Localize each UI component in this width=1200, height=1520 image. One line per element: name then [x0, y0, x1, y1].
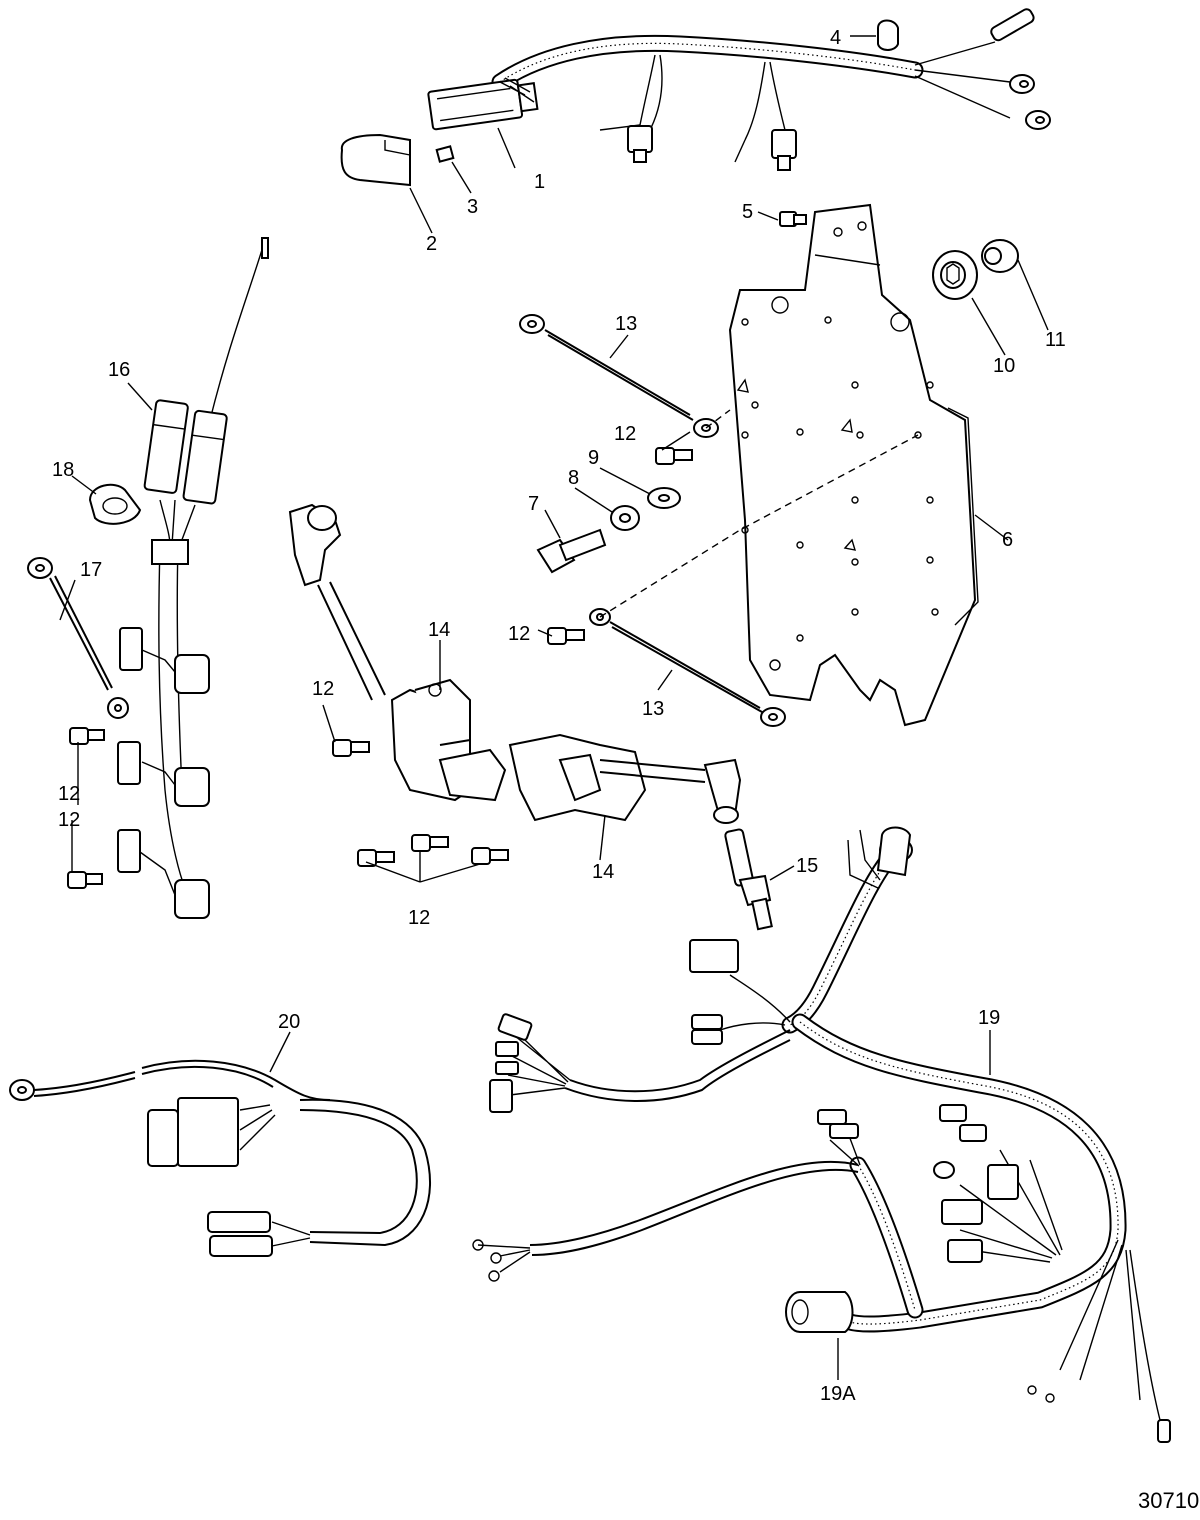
callout-12-strap: 12	[508, 623, 530, 645]
connector-cap-part-2	[340, 133, 411, 187]
figure-number: 30710	[1138, 1488, 1199, 1513]
ground-strap-part-13-lower	[589, 409, 919, 727]
callout-5: 5	[742, 201, 753, 223]
round-connector-part-19a	[785, 1291, 854, 1333]
callout-18: 18	[52, 459, 74, 481]
grommet-part-10	[932, 250, 978, 300]
callout-17: 17	[80, 559, 102, 581]
callout-4: 4	[830, 27, 841, 49]
callout-2: 2	[426, 233, 437, 255]
leader-lines	[59, 35, 1049, 1380]
ignition-coil-part-14-lower	[508, 733, 742, 824]
callout-13-upper: 13	[615, 313, 637, 335]
clip-part-4	[877, 19, 899, 51]
bolt-part-7	[536, 528, 607, 574]
callout-16: 16	[108, 359, 130, 381]
callout-14-lower: 14	[592, 861, 614, 883]
callout-19a: 19A	[820, 1383, 856, 1405]
mounting-plate-part-6	[728, 203, 979, 727]
clip-part-18	[88, 483, 142, 525]
callout-12-plate: 12	[614, 423, 636, 445]
screw-part-12-group	[67, 447, 693, 889]
callout-1: 1	[534, 171, 545, 193]
callout-3: 3	[467, 196, 478, 218]
washer-part-8	[610, 505, 640, 531]
callout-20: 20	[278, 1011, 300, 1033]
main-harness-part-19	[472, 826, 1171, 1443]
callout-12-coil: 12	[312, 678, 334, 700]
callout-12-coil-bottom: 12	[408, 907, 430, 929]
ground-strap-part-17	[27, 557, 129, 719]
callout-8: 8	[568, 467, 579, 489]
callout-11: 11	[1045, 329, 1066, 351]
callout-19: 19	[978, 1007, 1000, 1029]
callout-7: 7	[528, 493, 539, 515]
callout-13-lower: 13	[642, 698, 664, 720]
fuse-part-3	[435, 145, 455, 163]
callout-labels: 1 2 3 4 5 6 7 8 9 10 11 12 12 12 12 12 1…	[52, 27, 1199, 1513]
callout-6: 6	[1002, 529, 1013, 551]
harness-part-20	[9, 1059, 431, 1257]
callout-9: 9	[588, 447, 599, 469]
sleeve-part-11	[981, 239, 1019, 273]
callout-10: 10	[993, 355, 1015, 377]
callout-12-left-lower: 12	[58, 809, 80, 831]
screw-part-5	[779, 211, 807, 227]
spark-plug-part-15	[724, 828, 773, 931]
ignition-coil-part-14-upper	[288, 503, 507, 802]
callout-15: 15	[796, 855, 818, 877]
callout-14-upper: 14	[428, 619, 450, 641]
engine-harness-part-1	[427, 8, 1051, 171]
callout-12-left-upper: 12	[58, 783, 80, 805]
washer-part-9	[647, 487, 681, 509]
coil-harness-part-16	[117, 237, 269, 919]
